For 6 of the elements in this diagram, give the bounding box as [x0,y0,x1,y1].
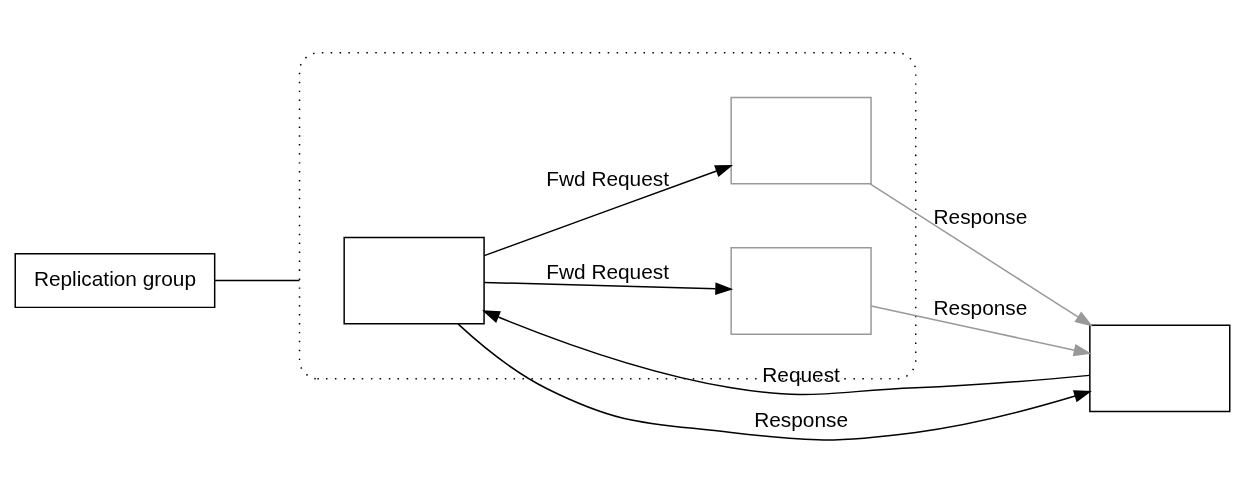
edge-label: Response [933,295,1028,319]
edge-label: Response [754,407,848,431]
edge-label: Fwd Request [546,259,669,283]
edge-label: Response [933,204,1028,228]
edge-label: Request [762,362,840,386]
edge-label: Fwd Request [546,166,669,190]
